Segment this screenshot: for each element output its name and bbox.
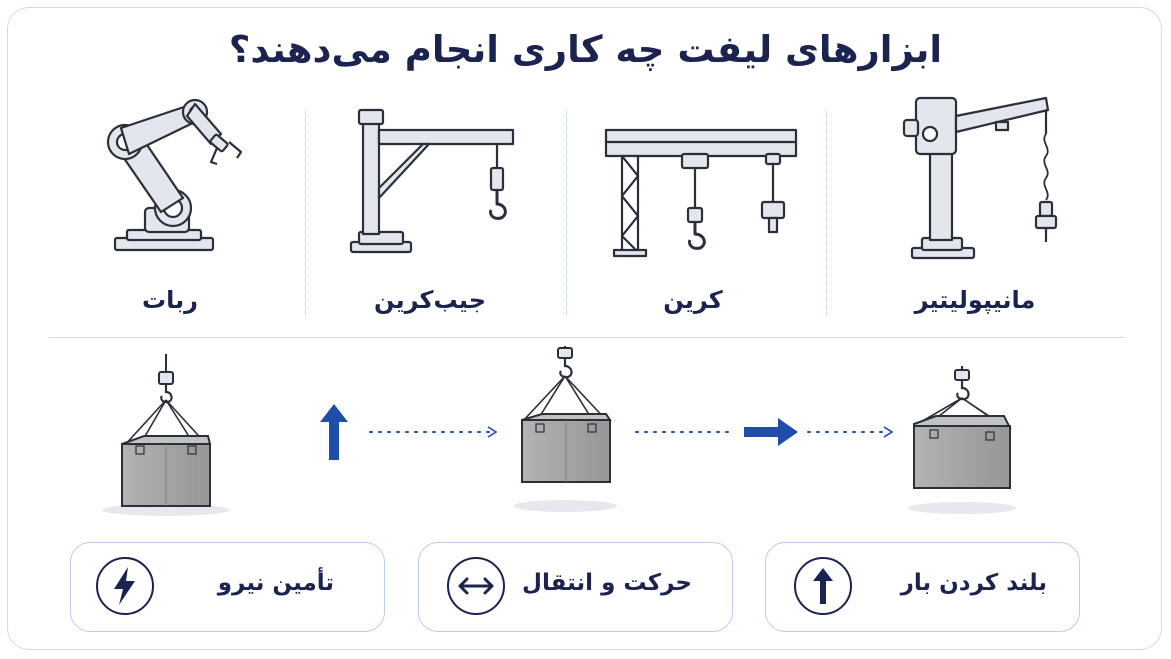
manipulator-icon xyxy=(902,96,1058,260)
tool-crane: کرین xyxy=(568,90,818,320)
dotted-connector xyxy=(807,426,894,438)
tool-jib-crane: جیب‌کرین xyxy=(305,90,555,320)
function-lifting: بلند کردن بار xyxy=(765,542,1080,632)
tool-manipulator: مانیپولیتیر xyxy=(850,90,1100,320)
up-arrow-icon xyxy=(320,404,348,460)
up-arrow-icon xyxy=(794,557,852,615)
function-movement: حرکت و انتقال xyxy=(418,542,733,632)
function-label-lifting: بلند کردن بار xyxy=(900,570,1047,596)
crate-moved-icon xyxy=(908,366,1016,514)
function-power: تأمین نیرو xyxy=(70,542,385,632)
robot-arm-icon xyxy=(106,98,243,252)
dotted-connector xyxy=(369,426,498,438)
function-label-power: تأمین نیرو xyxy=(217,570,334,596)
lightning-icon xyxy=(96,557,154,615)
tool-robot: ربات xyxy=(45,90,295,320)
section-divider xyxy=(48,337,1125,338)
tool-label-crane: کرین xyxy=(663,286,723,314)
crate-raised-icon xyxy=(513,346,617,512)
tool-label-robot: ربات xyxy=(142,286,198,314)
right-arrow-icon xyxy=(744,418,798,446)
tool-label-manipulator: مانیپولیتیر xyxy=(914,286,1036,314)
column-divider xyxy=(305,110,306,315)
function-label-movement: حرکت و انتقال xyxy=(522,570,692,596)
column-divider xyxy=(566,110,567,315)
page-title: ابزارهای لیفت چه کاری انجام می‌دهند؟ xyxy=(228,28,943,71)
crate-hanging-icon xyxy=(102,354,230,516)
tool-label-jib-crane: جیب‌کرین xyxy=(374,286,486,314)
jib-crane-icon xyxy=(349,108,515,254)
double-arrow-icon xyxy=(447,557,505,615)
gantry-crane-icon xyxy=(604,128,798,258)
column-divider xyxy=(826,110,827,315)
lifting-process xyxy=(102,346,1016,516)
